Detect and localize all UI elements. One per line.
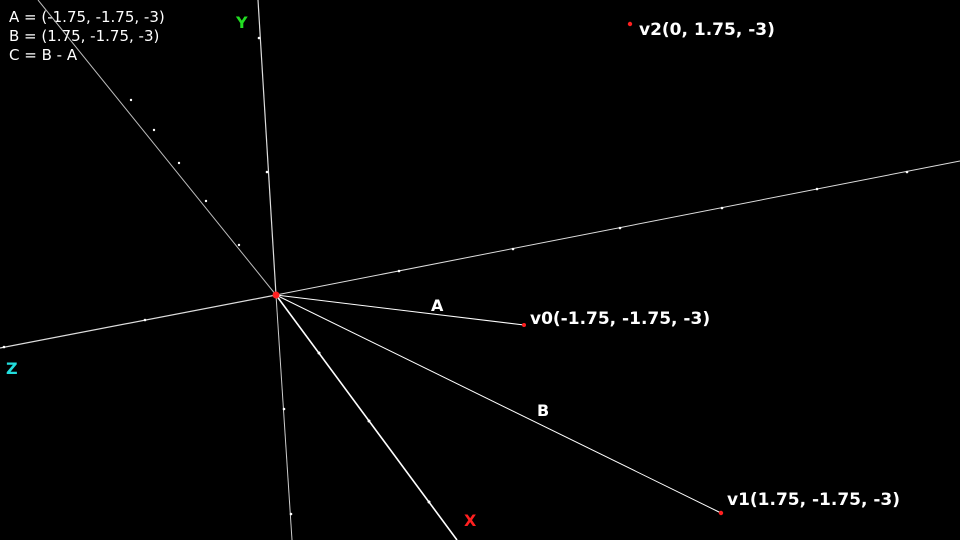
axis-tick xyxy=(237,243,241,247)
axis-tick xyxy=(317,351,321,355)
y-axis-label: Y xyxy=(235,13,248,32)
point-v1 xyxy=(718,510,724,516)
axis-ticks xyxy=(2,36,909,516)
point-v2 xyxy=(627,21,633,27)
z-axis-line xyxy=(0,294,277,349)
y-axis-line xyxy=(257,0,277,296)
x-axis-negative-line xyxy=(37,0,277,296)
axis-tick xyxy=(265,170,269,174)
axis-tick xyxy=(905,170,909,174)
x-axis-label: X xyxy=(464,511,477,530)
vector-b-line xyxy=(275,294,722,514)
y-axis-negative-line xyxy=(275,294,293,540)
point-v1-label: v1(1.75, -1.75, -3) xyxy=(727,490,900,510)
axis-tick xyxy=(282,407,286,411)
axis-tick xyxy=(618,226,622,230)
axis-tick xyxy=(367,419,371,423)
point-v0 xyxy=(522,323,526,327)
axis-tick xyxy=(397,269,401,273)
axis-tick xyxy=(143,318,147,322)
axis-tick xyxy=(2,345,6,349)
x-axis-line xyxy=(275,294,458,540)
axis-tick xyxy=(177,161,181,165)
vector-b-label: B xyxy=(537,401,549,420)
info-line-b: B = (1.75, -1.75, -3) xyxy=(9,27,160,45)
axis-tick xyxy=(511,247,515,251)
origin-point xyxy=(272,291,280,299)
axis-tick xyxy=(720,206,724,210)
z-axis-negative-line xyxy=(275,160,960,296)
info-line-c: C = B - A xyxy=(9,46,78,64)
vector-a-line xyxy=(275,294,525,326)
point-v0-label: v0(-1.75, -1.75, -3) xyxy=(530,309,710,329)
axis-tick xyxy=(129,98,133,102)
axis-tick xyxy=(152,128,156,132)
vector-a-label: A xyxy=(431,296,444,315)
axis-tick xyxy=(815,187,819,191)
axis-tick xyxy=(427,500,431,504)
axis-tick xyxy=(257,36,261,40)
axis-tick xyxy=(204,199,208,203)
z-axis-label: Z xyxy=(6,359,18,378)
axis-tick xyxy=(289,512,293,516)
point-v2-label: v2(0, 1.75, -3) xyxy=(639,20,775,40)
